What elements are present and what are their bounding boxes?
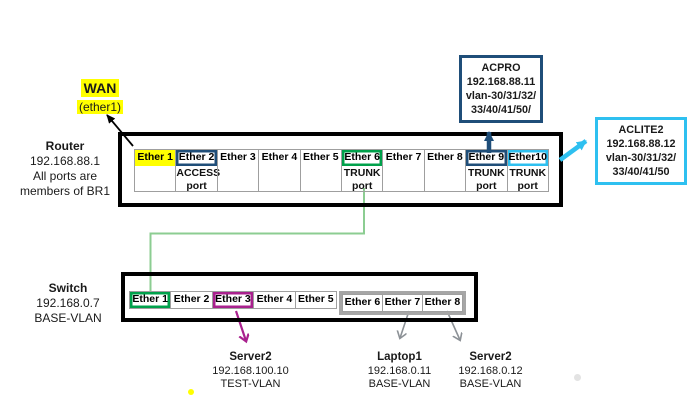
acpro-ip: 192.168.88.11 xyxy=(466,76,536,88)
device-server2-test: Server2 192.168.100.10 TEST-VLAN xyxy=(193,351,308,392)
acpro-vlans-line1: vlan-30/31/32/ xyxy=(465,90,537,102)
wan-interface-label: (ether1) xyxy=(76,100,124,114)
aclite2-name: ACLITE2 xyxy=(618,124,664,136)
aclite2-box: ACLITE2 192.168.88.12 vlan-30/31/32/ 33/… xyxy=(595,117,687,185)
router-box xyxy=(118,132,563,207)
switch-ip: 192.168.0.7 xyxy=(36,296,100,310)
port-ether8: Ether 8 xyxy=(421,294,463,312)
port-label: Ether 3 xyxy=(220,151,256,163)
port-role-label: TRUNK port xyxy=(509,167,547,192)
port-role-label: TRUNK port xyxy=(467,167,505,192)
router-info: Router 192.168.88.1 All ports are member… xyxy=(2,139,128,199)
device-ip: 192.168.100.10 xyxy=(212,364,289,377)
port-label: Ether 6 xyxy=(341,150,383,166)
aclite2-ip: 192.168.88.12 xyxy=(606,138,676,150)
device-laptop1: Laptop1 192.168.0.11 BASE-VLAN xyxy=(342,351,457,392)
port-label: Ether 2 xyxy=(176,150,217,166)
device-name: Server2 xyxy=(229,351,272,363)
port-label: Ether 8 xyxy=(427,151,463,163)
router-note-line2: members of BR1 xyxy=(19,184,111,198)
port-label: Ether 7 xyxy=(385,151,422,163)
port-label: Ether 3 xyxy=(212,292,254,308)
yellow-dot xyxy=(188,389,194,395)
router-name: Router xyxy=(45,139,85,153)
switch-vlan: BASE-VLAN xyxy=(34,311,102,325)
device-server2-base: Server2 192.168.0.12 BASE-VLAN xyxy=(433,351,548,392)
switch-name: Switch xyxy=(48,281,88,295)
device-vlan: BASE-VLAN xyxy=(459,378,522,390)
port-label: Ether 5 xyxy=(302,151,339,163)
device-ip: 192.168.0.11 xyxy=(367,364,432,377)
port-label: Ether 5 xyxy=(297,293,334,305)
device-ip: 192.168.0.12 xyxy=(458,364,523,377)
wan-title: WAN xyxy=(80,79,120,97)
port-label: Ether 1 xyxy=(135,150,176,166)
device-name: Laptop1 xyxy=(377,351,422,363)
port-label: Ether 6 xyxy=(344,296,381,308)
port-label: Ether 9 xyxy=(466,150,507,166)
switch-box xyxy=(121,272,478,322)
port-label: Ether 1 xyxy=(130,292,171,308)
device-vlan: TEST-VLAN xyxy=(220,378,281,390)
aclite2-vlans-line1: vlan-30/31/32/ xyxy=(605,152,677,164)
device-name: Server2 xyxy=(469,351,512,363)
aclite2-vlans-line2: 33/40/41/50 xyxy=(612,166,670,178)
switch-info: Switch 192.168.0.7 BASE-VLAN xyxy=(8,281,128,326)
acpro-name: ACPRO xyxy=(481,62,521,74)
port-label: Ether 7 xyxy=(384,296,421,308)
port-label: Ether 4 xyxy=(256,293,293,305)
acpro-box: ACPRO 192.168.88.11 vlan-30/31/32/ 33/40… xyxy=(459,55,543,123)
gray-dot xyxy=(574,374,581,381)
acpro-vlans-line2: 33/40/41/50/ xyxy=(470,104,532,116)
router-note-line1: All ports are xyxy=(32,169,98,183)
device-vlan: BASE-VLAN xyxy=(368,378,431,390)
port-label: Ether 4 xyxy=(261,151,298,163)
port-label: Ether 8 xyxy=(424,296,461,308)
port-label: Ether10 xyxy=(507,150,548,166)
port-label: Ether 2 xyxy=(173,293,210,305)
router-ip: 192.168.88.1 xyxy=(29,154,101,168)
wan-label: WAN (ether1) xyxy=(60,79,140,116)
ether10-to-aclite2-arrow xyxy=(558,139,588,162)
